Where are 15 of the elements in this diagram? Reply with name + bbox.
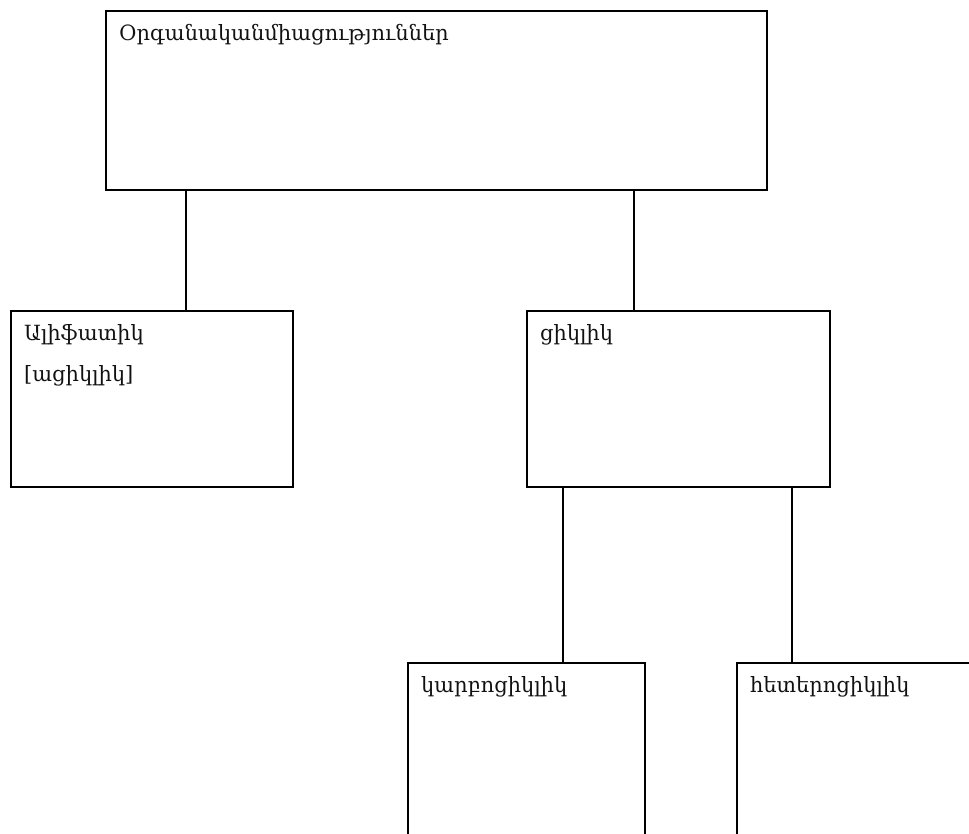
category-box <box>736 662 969 834</box>
category-label: [ացիկլիկ] <box>24 361 134 388</box>
connector-line <box>185 191 187 310</box>
category-label: ցիկլիկ <box>540 320 614 347</box>
connector-line <box>791 488 793 662</box>
category-label: Օրգանականմիացություններ <box>119 20 450 47</box>
connector-line <box>633 191 635 310</box>
category-box <box>105 10 768 191</box>
category-label: կարբոցիկլիկ <box>421 672 568 699</box>
category-label: Ալիֆատիկ <box>24 320 145 347</box>
connector-line <box>562 488 564 662</box>
category-label: հետերոցիկլիկ <box>750 672 910 699</box>
category-box <box>10 310 294 488</box>
category-box <box>526 310 831 488</box>
category-box <box>407 662 646 834</box>
